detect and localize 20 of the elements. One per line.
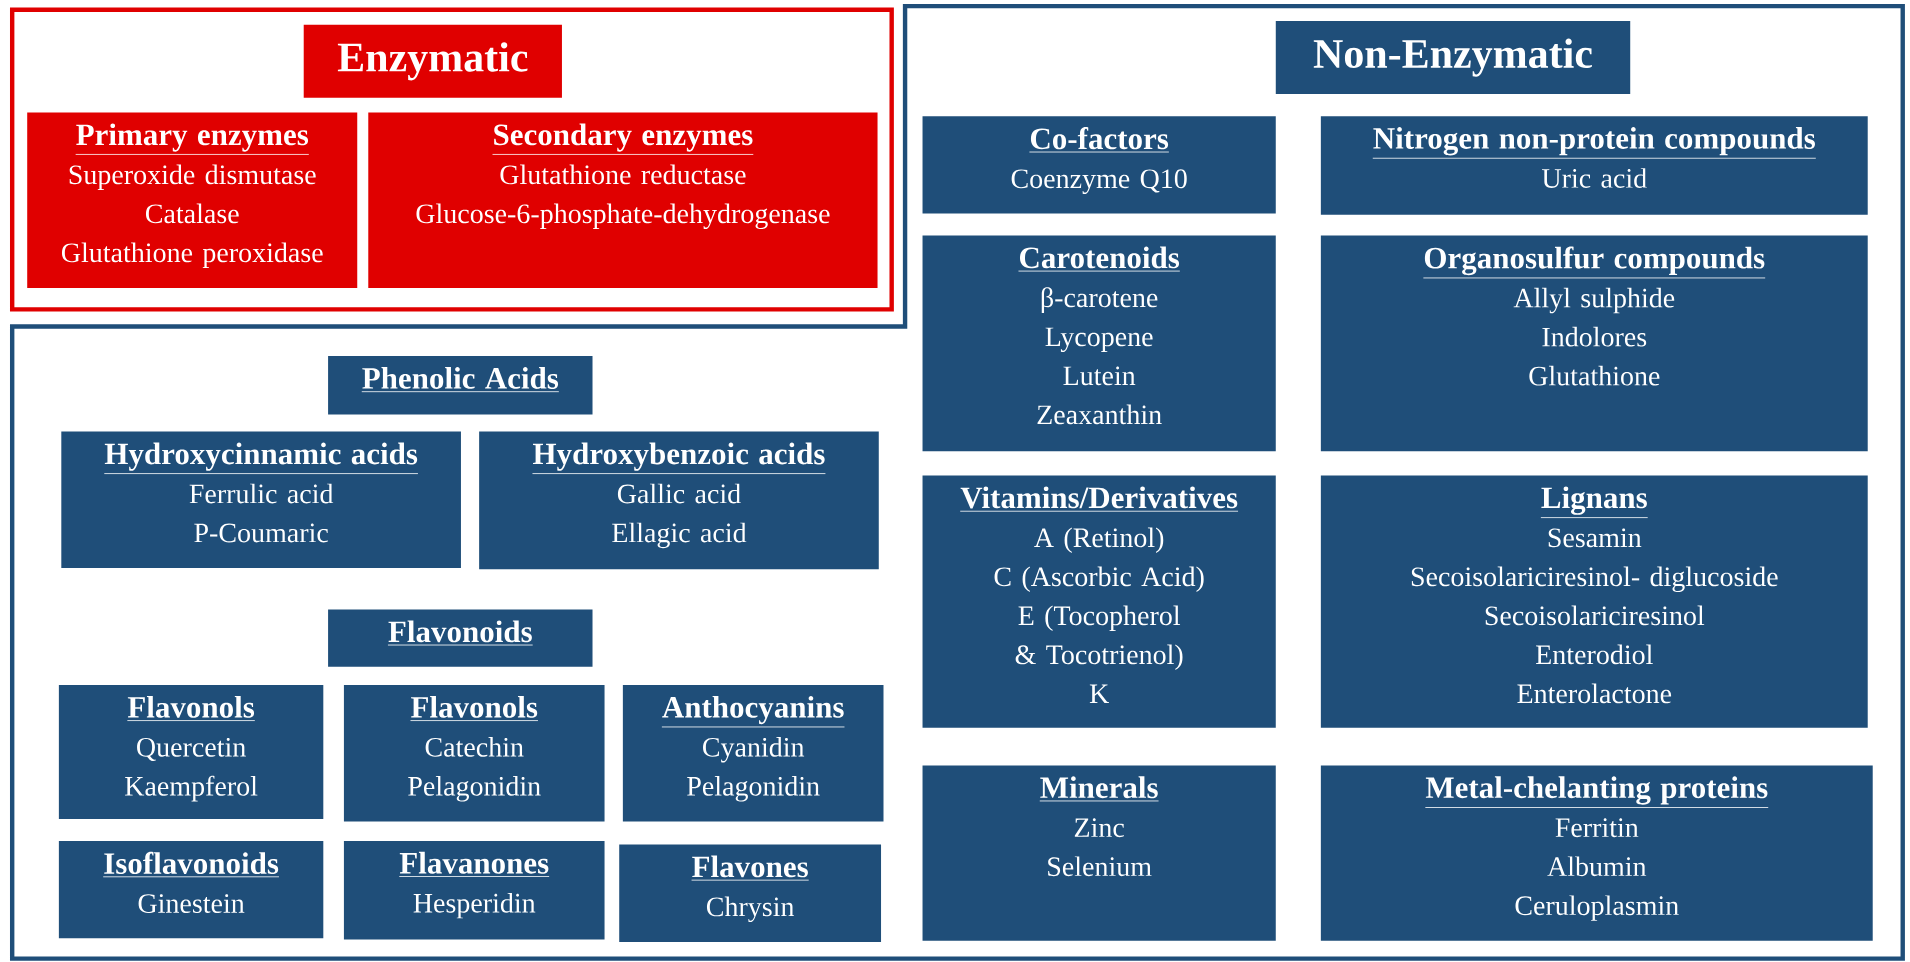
- category-box: Hydroxybenzoic acids Gallic acid Ellagic acid: [479, 431, 879, 570]
- category-box: Vitamins/Derivatives A (Retinol) C (Ascorbic Acid) E (Tocopherol & Tocotrienol) K: [922, 475, 1276, 728]
- category-box: Minerals Zinc Selenium: [922, 765, 1276, 941]
- category-box: Carotenoids β-carotene Lycopene Lutein Zeaxanthin: [922, 235, 1276, 451]
- category-box: Phenolic Acids: [328, 355, 593, 415]
- category-box: Metal-chelanting proteins Ferritin Albumin Ceruloplasmin: [1320, 765, 1873, 941]
- category-box: Isoflavonoids Ginestein: [58, 840, 324, 939]
- category-box: Organosulfur compounds Allyl sulphide Indolores Glutathione: [1320, 235, 1868, 451]
- category-box: Flavonoids: [328, 609, 593, 667]
- category-box: Lignans Sesamin Secoisolariciresinol- diglucoside Secoisolariciresinol Enterodiol Enterolactone: [1320, 475, 1868, 728]
- category-box: Hydroxycinnamic acids Ferrulic acid P-Coumaric: [61, 431, 461, 568]
- category-box: Flavanones Hesperidin: [343, 840, 605, 940]
- category-box: Primary enzymes Superoxide dismutase Catalase Glutathione peroxidase: [27, 112, 358, 288]
- category-box: Flavonols Quercetin Kaempferol: [58, 684, 324, 819]
- category-box: Flavonols Catechin Pelagonidin: [343, 684, 605, 822]
- category-box: Secondary enzymes Glutathione reductase Glucose-6-phosphate-dehydrogenase: [368, 112, 878, 288]
- category-box: Anthocyanins Cyanidin Pelagonidin: [622, 684, 884, 822]
- category-box: Flavones Chrysin: [619, 844, 882, 942]
- category-box: Nitrogen non-protein compounds Uric acid: [1320, 115, 1868, 215]
- category-box: Co-factors Coenzyme Q10: [922, 115, 1276, 214]
